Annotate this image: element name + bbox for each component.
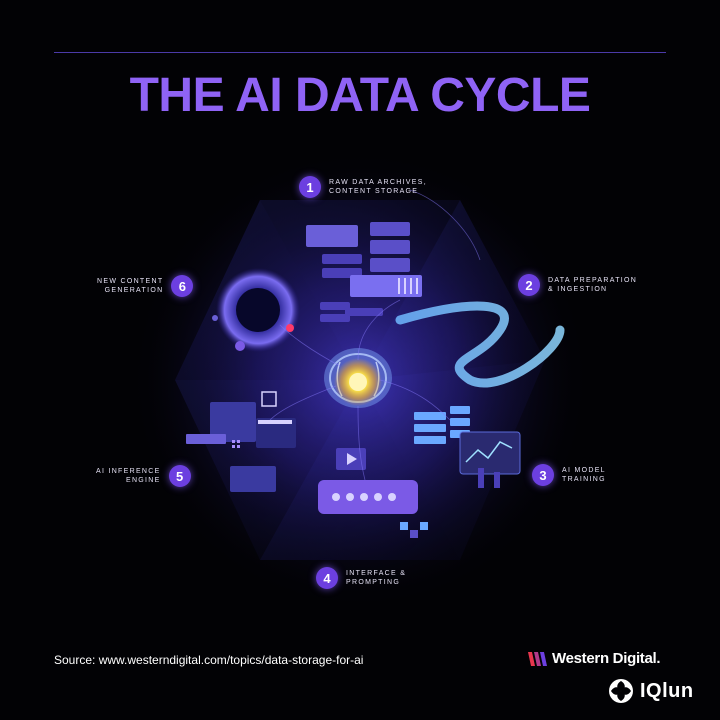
source-citation: Source: www.westerndigital.com/topics/da… bbox=[54, 653, 364, 667]
step-6-label: NEW CONTENT GENERATION bbox=[97, 278, 164, 294]
step-6-badge: 6 bbox=[171, 275, 194, 297]
step-2-badge: 2 bbox=[518, 274, 540, 296]
inference-panel-illustration bbox=[186, 391, 296, 492]
step-6: NEW CONTENT GENERATION 6 bbox=[97, 275, 194, 297]
prompt-interface-illustration bbox=[318, 448, 428, 538]
step-3: 3 AI MODEL TRAINING bbox=[532, 464, 606, 486]
step-5-label: AI INFERENCE ENGINE bbox=[96, 468, 161, 484]
iqlun-wordmark: IQlun bbox=[640, 679, 694, 702]
step-2: 2 DATA PREPARATION & INGESTION bbox=[518, 274, 637, 296]
content-generation-vortex-icon bbox=[212, 268, 300, 352]
step-4: 4 INTERFACE & PROMPTING bbox=[316, 567, 406, 589]
wedge-3 bbox=[360, 360, 545, 560]
iqlun-logo-icon bbox=[609, 679, 633, 703]
step-1-badge: 1 bbox=[299, 176, 321, 198]
step-5: AI INFERENCE ENGINE 5 bbox=[96, 465, 191, 487]
step-5-badge: 5 bbox=[168, 465, 191, 487]
connection-lines bbox=[269, 189, 481, 481]
step-1: 1 RAW DATA ARCHIVES, CONTENT STORAGE bbox=[299, 176, 427, 198]
top-divider bbox=[54, 52, 666, 53]
western-digital-logo: Western Digital. bbox=[528, 650, 661, 667]
data-stream-icon bbox=[395, 301, 565, 388]
step-4-badge: 4 bbox=[316, 567, 338, 589]
cycle-illustration bbox=[130, 150, 590, 610]
brain-icon bbox=[324, 348, 392, 408]
step-4-label: INTERFACE & PROMPTING bbox=[346, 570, 407, 586]
western-digital-logo-icon bbox=[528, 651, 547, 666]
step-1-label: RAW DATA ARCHIVES, CONTENT STORAGE bbox=[329, 179, 427, 195]
training-dashboard-illustration bbox=[414, 406, 521, 488]
step-2-label: DATA PREPARATION & INGESTION bbox=[548, 277, 638, 293]
page-title: THE AI DATA CYCLE bbox=[129, 69, 591, 122]
iqlun-logo: IQlun bbox=[608, 678, 694, 704]
western-digital-wordmark: Western Digital. bbox=[552, 650, 661, 667]
ai-data-cycle-diagram: 1 RAW DATA ARCHIVES, CONTENT STORAGE 2 D… bbox=[0, 150, 720, 610]
step-3-label: AI MODEL TRAINING bbox=[562, 467, 606, 483]
storage-rack-illustration bbox=[306, 222, 422, 322]
step-3-badge: 3 bbox=[532, 464, 554, 486]
